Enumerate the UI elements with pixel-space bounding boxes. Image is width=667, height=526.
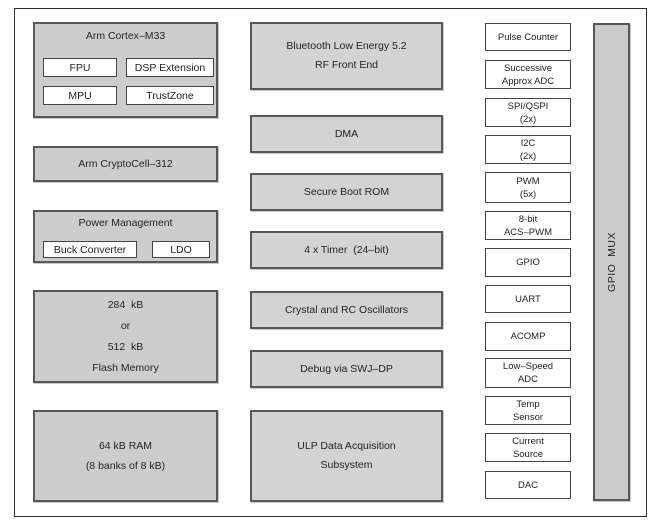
- block-label: DMA: [334, 127, 359, 140]
- block-label: UART: [515, 293, 541, 305]
- block-label: (8 banks of 8 kB): [85, 460, 166, 472]
- sub-block-dsp-extension: DSP Extension: [126, 58, 214, 77]
- block-label: Debug via SWJ–DP: [300, 362, 393, 375]
- block-ulp-data-acquisition: ULP Data Acquisition Subsystem: [250, 410, 443, 502]
- block-current-source: Current Source: [485, 433, 571, 462]
- block-bluetooth-rf-front-end: Bluetooth Low Energy 5.2 RF Front End: [250, 22, 443, 90]
- block-flash-memory: 284 kB or 512 kB Flash Memory: [33, 290, 218, 383]
- block-label: Source: [512, 448, 544, 460]
- sub-block-ldo: LDO: [152, 241, 210, 258]
- sub-block-trustzone: TrustZone: [126, 86, 214, 105]
- block-label: ACS–PWM: [503, 226, 553, 238]
- block-label: ADC: [517, 374, 539, 385]
- block-pwm: PWM (5x): [485, 172, 571, 203]
- block-label: 64 kB RAM: [98, 440, 153, 452]
- block-dma: DMA: [250, 115, 443, 153]
- block-label: Bluetooth Low Energy 5.2: [286, 40, 407, 52]
- block-label: GPIO MUX: [605, 232, 618, 292]
- block-arm-cortex-m33: Arm Cortex–M33 FPU DSP Extension MPU Tru…: [33, 22, 218, 118]
- block-label: Pulse Counter: [497, 31, 559, 43]
- block-debug-swj-dp: Debug via SWJ–DP: [250, 350, 443, 388]
- block-power-management: Power Management Buck Converter LDO: [33, 210, 218, 263]
- block-title: Arm Cortex–M33: [85, 30, 166, 42]
- sub-block-fpu: FPU: [43, 58, 117, 77]
- block-label: Temp: [516, 398, 540, 410]
- block-successive-approx-adc: Successive Approx ADC: [485, 60, 571, 89]
- block-label: 512 kB: [107, 340, 144, 353]
- block-gpio-mux: GPIO MUX: [593, 23, 630, 501]
- block-label: (2x): [519, 113, 537, 125]
- block-label: ULP Data Acquisition: [297, 440, 396, 452]
- sub-block-mpu: MPU: [43, 86, 117, 105]
- block-label: or: [120, 319, 131, 332]
- sub-block-buck-converter: Buck Converter: [43, 241, 137, 258]
- block-spi-qspi: SPI/QSPI (2x): [485, 98, 571, 127]
- block-label: 8-bit: [518, 213, 538, 225]
- block-label: RF Front End: [314, 59, 379, 71]
- block-title: Power Management: [78, 217, 173, 229]
- block-label: Arm CryptoCell–312: [78, 157, 173, 170]
- block-gpio: GPIO: [485, 248, 571, 277]
- block-uart: UART: [485, 285, 571, 313]
- block-label: 4 x Timer (24–bit): [304, 243, 389, 256]
- block-label: (2x): [519, 150, 537, 162]
- block-label: Secure Boot ROM: [303, 185, 390, 198]
- block-label: Successive: [503, 62, 553, 74]
- block-8bit-acs-pwm: 8-bit ACS–PWM: [485, 211, 571, 240]
- block-label: Subsystem: [320, 459, 373, 471]
- block-label: GPIO: [516, 257, 540, 268]
- block-label: Sensor: [512, 411, 544, 423]
- block-i2c: I2C (2x): [485, 135, 571, 164]
- block-timer: 4 x Timer (24–bit): [250, 231, 443, 269]
- block-label: SPI/QSPI: [507, 100, 549, 112]
- block-temp-sensor: Temp Sensor: [485, 396, 571, 425]
- block-arm-cryptocell-312: Arm CryptoCell–312: [33, 146, 218, 182]
- block-label: DAC: [517, 479, 539, 491]
- block-crystal-rc-oscillators: Crystal and RC Oscillators: [250, 291, 443, 329]
- block-dac: DAC: [485, 471, 571, 499]
- block-label: Approx ADC: [501, 75, 555, 87]
- block-ram: 64 kB RAM (8 banks of 8 kB): [33, 410, 218, 502]
- block-label: PWM: [516, 175, 540, 187]
- block-low-speed-adc: Low–Speed ADC: [485, 358, 571, 388]
- block-label: Flash Memory: [92, 361, 159, 374]
- block-secure-boot-rom: Secure Boot ROM: [250, 173, 443, 211]
- block-label: Crystal and RC Oscillators: [284, 303, 409, 316]
- block-label: 284 kB: [107, 298, 144, 311]
- block-label: Current: [512, 435, 544, 447]
- block-label: (5x): [519, 188, 537, 200]
- block-label: Low–Speed: [502, 361, 554, 372]
- block-label: ACOMP: [510, 331, 546, 342]
- block-pulse-counter: Pulse Counter: [485, 23, 571, 51]
- block-acomp: ACOMP: [485, 322, 571, 351]
- block-label: I2C: [520, 137, 536, 149]
